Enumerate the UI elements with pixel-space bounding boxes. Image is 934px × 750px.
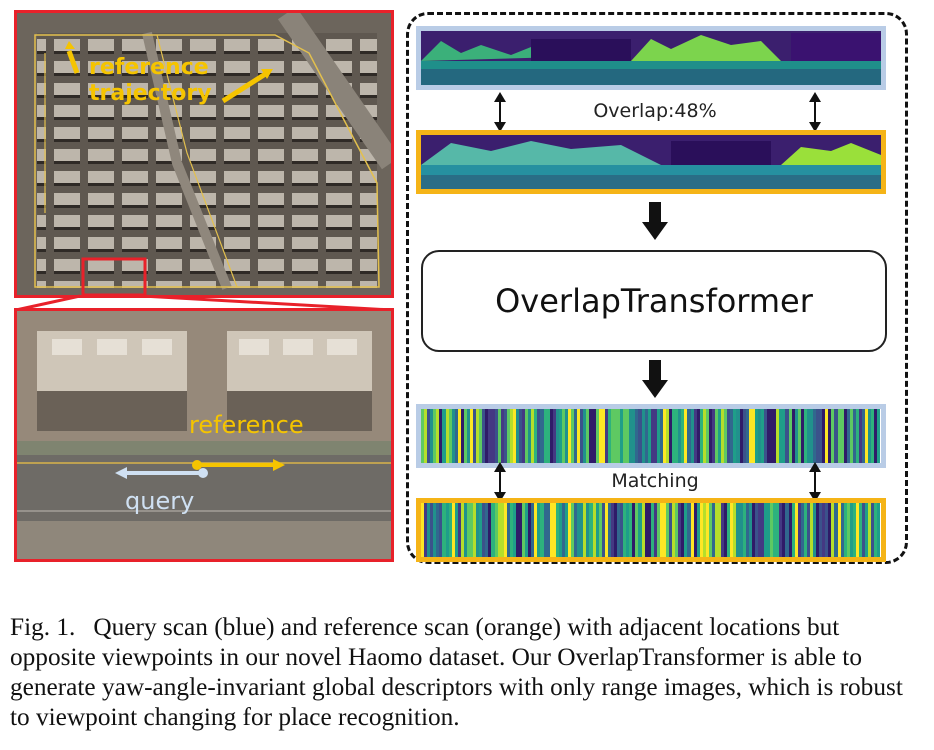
reference-range-image-graphic bbox=[421, 135, 881, 189]
satellite-zoom-graphic bbox=[17, 311, 391, 559]
query-range-image-graphic bbox=[421, 31, 881, 85]
satellite-zoom-image: reference query bbox=[14, 308, 394, 562]
double-arrow-icon bbox=[809, 462, 821, 502]
query-descriptor-bars bbox=[421, 409, 881, 463]
caption-text: Query scan (blue) and reference scan (or… bbox=[10, 613, 903, 731]
matching-label: Matching bbox=[611, 470, 699, 492]
overlap-transformer-block: OverlapTransformer bbox=[421, 250, 887, 352]
reference-trajectory-label-line1: reference bbox=[89, 55, 209, 80]
overlap-label: Overlap:48% bbox=[593, 100, 717, 122]
satellite-overview-graphic bbox=[17, 13, 391, 295]
reference-descriptor-bars bbox=[421, 503, 881, 557]
double-arrow-icon bbox=[494, 462, 506, 502]
reference-range-image bbox=[416, 130, 886, 194]
figure-caption: Fig. 1.Query scan (blue) and reference s… bbox=[10, 612, 925, 732]
double-arrow-icon bbox=[494, 92, 506, 132]
down-arrow-icon bbox=[642, 360, 668, 398]
double-arrow-icon bbox=[809, 92, 821, 132]
reference-descriptor-barcode bbox=[416, 498, 886, 562]
query-label: query bbox=[125, 487, 195, 515]
zoom-connector bbox=[15, 294, 393, 312]
reference-trajectory-label-line2: trajectory bbox=[89, 81, 212, 106]
down-arrow-icon bbox=[642, 202, 668, 240]
satellite-overview-image: reference trajectory bbox=[14, 10, 394, 298]
figure-number: Fig. 1. bbox=[10, 613, 76, 641]
query-range-image bbox=[416, 26, 886, 90]
reference-label: reference bbox=[189, 411, 304, 439]
query-descriptor-barcode bbox=[416, 404, 886, 468]
scan-arrows bbox=[115, 459, 285, 479]
pipeline-container bbox=[406, 12, 908, 564]
